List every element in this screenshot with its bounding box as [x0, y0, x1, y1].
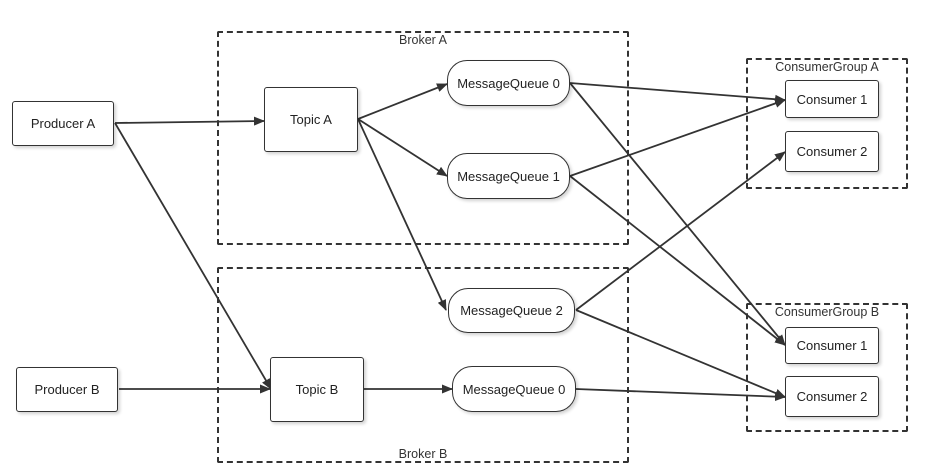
edge-topic-a-to-mq-a2	[357, 118, 447, 311]
consumergroup-b-label: ConsumerGroup B	[774, 305, 880, 319]
edge-mq-a1-to-cg-a-c1	[569, 99, 786, 177]
consumergroup-b-consumer-1-node: Consumer 1	[785, 327, 879, 364]
edge-producer-a-to-topic-a	[114, 116, 265, 126]
edge-mq-a0-to-cg-b-c1	[569, 82, 786, 346]
broker-a-messagequeue-0-node: MessageQueue 0	[447, 60, 570, 106]
edge-topic-a-to-mq-a1	[357, 118, 448, 177]
broker-b-messagequeue-0-node: MessageQueue 0	[452, 366, 576, 412]
edge-topic-a-to-mq-a0	[357, 83, 448, 120]
topic-a-node: Topic A	[264, 87, 358, 152]
producer-a-node: Producer A	[12, 101, 114, 146]
edge-mq-a2-to-cg-b-c2	[575, 309, 786, 398]
topic-b-node: Topic B	[270, 357, 364, 422]
edge-mq-a0-to-cg-a-c1	[569, 82, 786, 104]
broker-b-frame: Broker B	[217, 267, 629, 463]
edge-mq-a2-to-cg-a-c2	[575, 151, 786, 311]
broker-b-label: Broker B	[398, 447, 448, 461]
broker-a-label: Broker A	[399, 33, 447, 47]
consumergroup-a-frame: ConsumerGroup A	[746, 58, 908, 189]
edge-mq-b0-to-cg-b-c2	[575, 388, 786, 402]
broker-a-messagequeue-1-node: MessageQueue 1	[447, 153, 570, 199]
consumergroup-a-consumer-1-node: Consumer 1	[785, 80, 879, 118]
broker-a-frame: Broker A	[217, 31, 629, 245]
edge-producer-a-to-topic-b	[114, 122, 272, 390]
consumergroup-b-frame: ConsumerGroup B	[746, 303, 908, 432]
consumergroup-a-consumer-2-node: Consumer 2	[785, 131, 879, 172]
edge-mq-a1-to-cg-b-c1	[569, 175, 786, 346]
consumergroup-b-consumer-2-node: Consumer 2	[785, 376, 879, 417]
producer-b-node: Producer B	[16, 367, 118, 412]
consumergroup-a-label: ConsumerGroup A	[775, 60, 879, 74]
broker-a-messagequeue-2-node: MessageQueue 2	[448, 288, 575, 333]
